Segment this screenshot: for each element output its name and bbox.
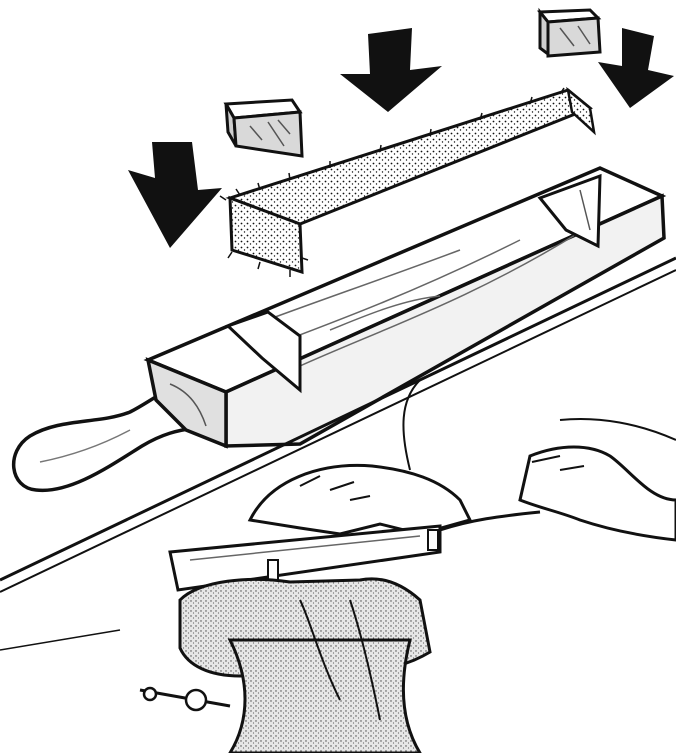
workbench-edge bbox=[0, 256, 676, 651]
arrow-icon bbox=[598, 28, 674, 108]
sanding-block-with-handle bbox=[12, 166, 667, 493]
arrow-icon bbox=[340, 28, 442, 112]
wooden-wedge bbox=[223, 98, 304, 158]
bench-vise bbox=[139, 577, 432, 753]
sanding-block-with-handle bbox=[168, 510, 541, 592]
wooden-wedge bbox=[536, 7, 602, 58]
sandpaper-strip bbox=[219, 86, 596, 277]
hands bbox=[247, 379, 676, 542]
arrow-icon bbox=[128, 142, 222, 248]
